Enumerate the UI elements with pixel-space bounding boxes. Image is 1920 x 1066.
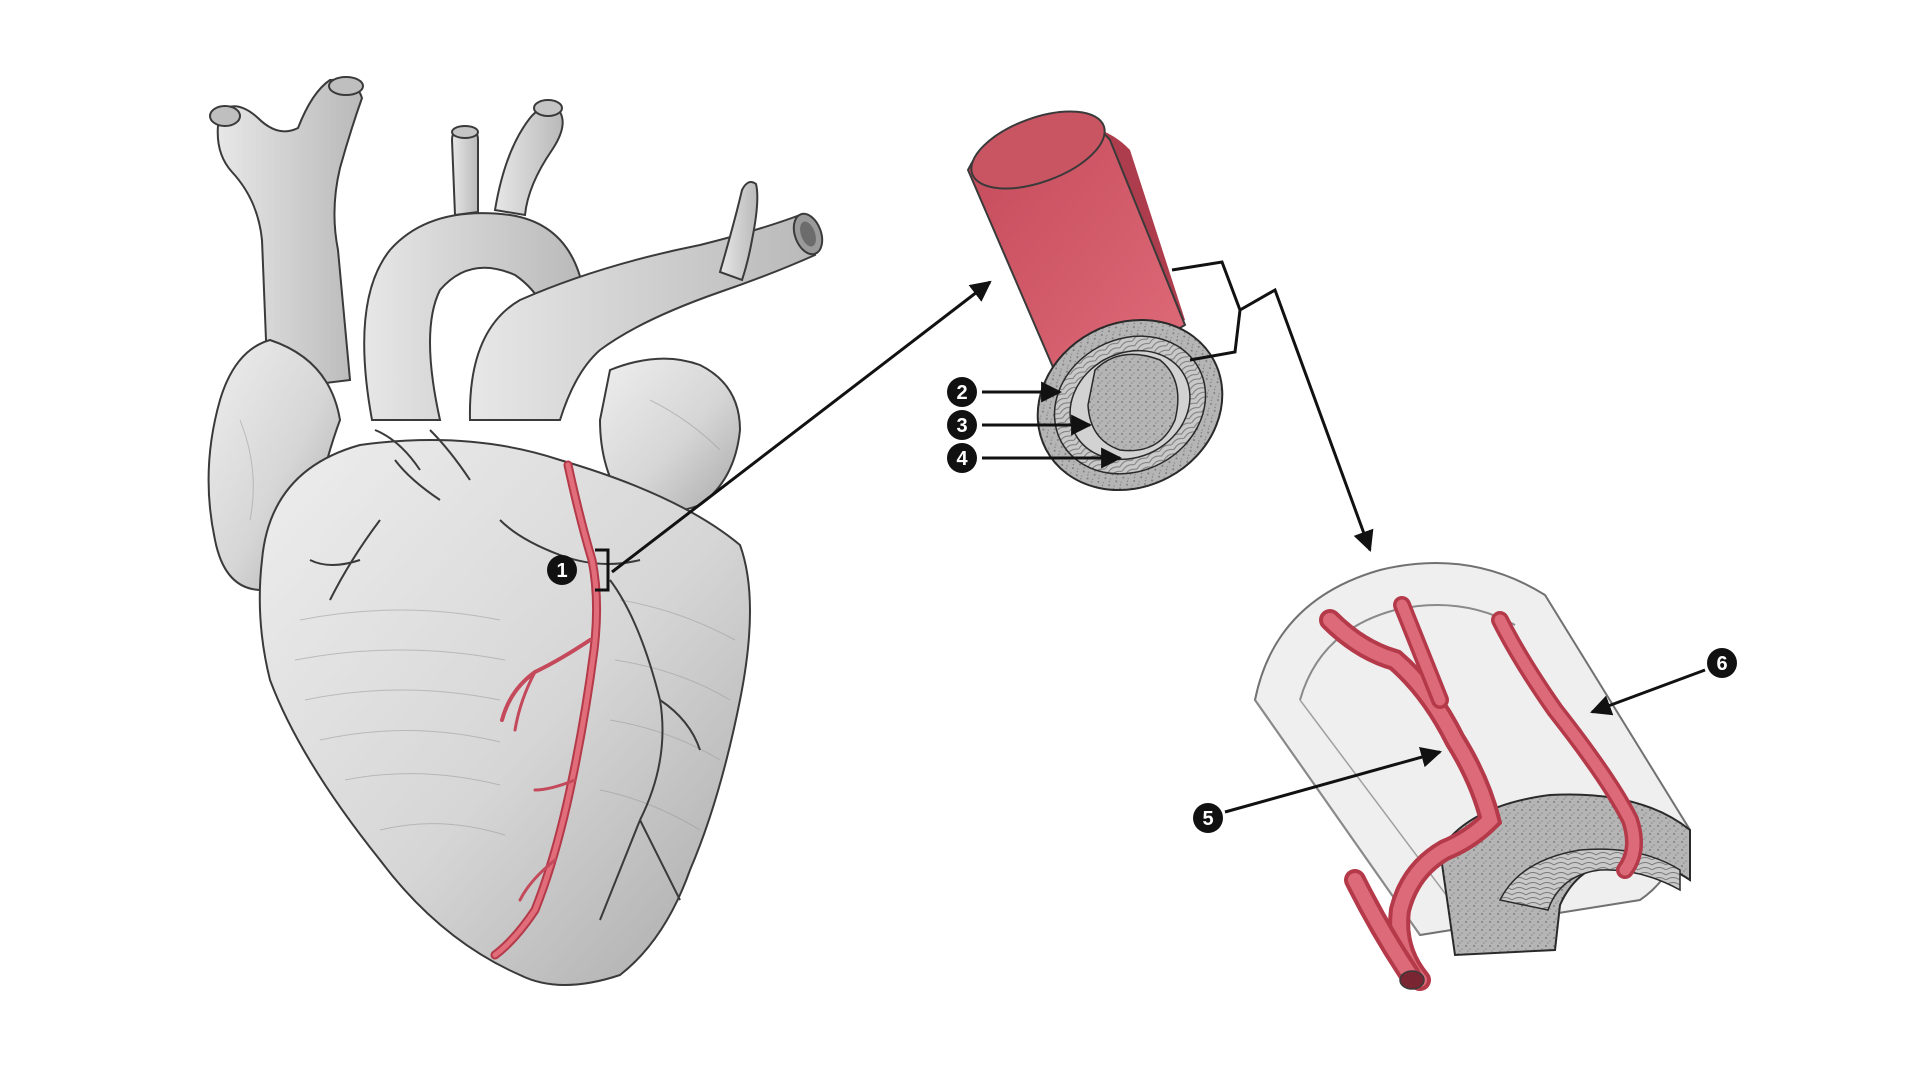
heart-illustration xyxy=(207,76,824,986)
vessel-opening xyxy=(800,221,816,247)
marker-3-label: 3 xyxy=(956,415,967,437)
marker-2-label: 2 xyxy=(956,382,967,404)
marker-4: 4 xyxy=(947,443,977,473)
artery-cross-section xyxy=(1036,318,1224,492)
arch-branch xyxy=(450,126,479,217)
pulmonary-branch xyxy=(718,181,759,282)
arch-branch xyxy=(493,106,564,217)
vessel-opening xyxy=(328,76,364,96)
translucent-edge xyxy=(1254,699,1421,936)
pointer-5 xyxy=(1224,746,1443,814)
pointer-6 xyxy=(1590,668,1706,716)
marker-1: 1 xyxy=(547,555,577,585)
vessel-opening xyxy=(533,99,563,117)
pointer-lines xyxy=(611,260,1706,814)
marker-6: 6 xyxy=(1707,648,1737,678)
marker-6-label: 6 xyxy=(1716,653,1727,675)
vessel-opening xyxy=(451,125,479,139)
coronary-artery xyxy=(490,460,602,960)
vessel-opening xyxy=(209,105,241,127)
pointer-1-to-segment xyxy=(611,280,992,574)
artery-segment xyxy=(966,110,1224,492)
marker-5: 5 xyxy=(1193,803,1223,833)
superior-vena-cava xyxy=(216,78,364,392)
marker-5-label: 5 xyxy=(1202,808,1213,830)
vasa-vasorum xyxy=(1319,596,1643,991)
marker-3: 3 xyxy=(947,410,977,440)
vessel-opening xyxy=(1399,970,1425,990)
heart-shading xyxy=(239,399,736,836)
marker-1-label: 1 xyxy=(556,560,567,582)
artery-top-end xyxy=(970,110,1106,190)
vessel-wall-section xyxy=(1253,562,1692,991)
marker-2: 2 xyxy=(947,377,977,407)
pointer-segment-to-wall xyxy=(1239,287,1374,552)
artery-lumen xyxy=(1087,353,1179,452)
coronary-veins xyxy=(309,429,701,921)
artery-bracket xyxy=(595,548,610,592)
marker-4-label: 4 xyxy=(956,448,968,470)
